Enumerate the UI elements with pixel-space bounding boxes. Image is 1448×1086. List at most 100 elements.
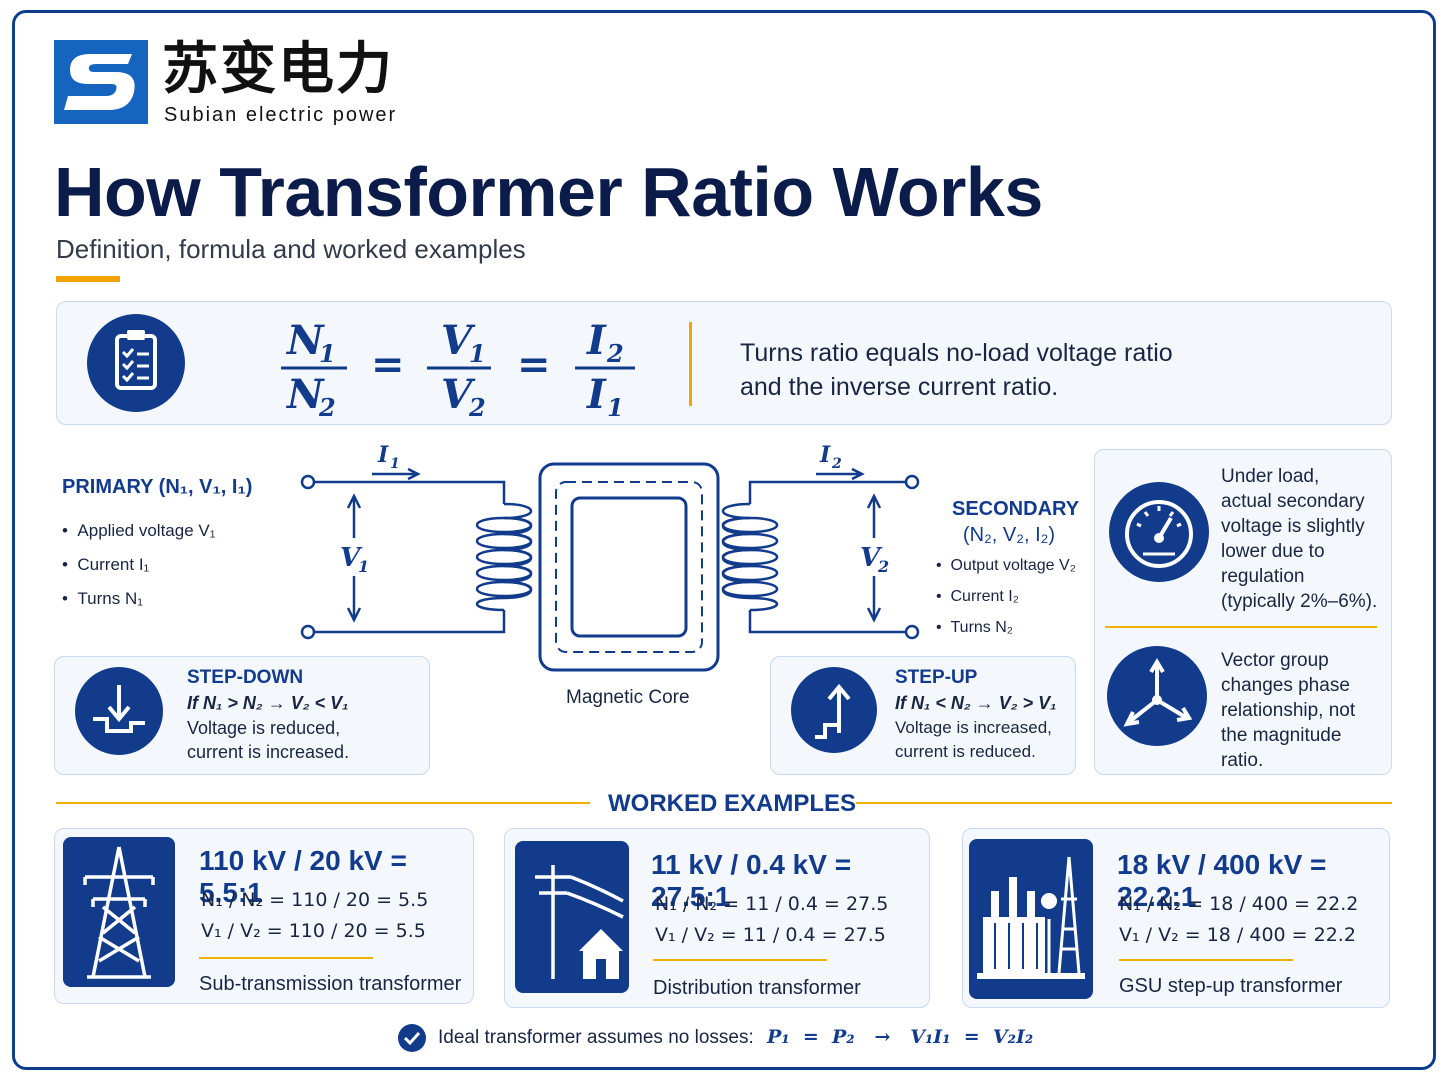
- svg-text:1: 1: [607, 393, 624, 420]
- step-up-card: STEP-UP If N₁ < N₂ → V₂ > V₁ Voltage is …: [770, 656, 1076, 775]
- list-item: • Turns N₁: [62, 589, 143, 608]
- step-up-line2: current is reduced.: [895, 742, 1036, 761]
- example-volts-line: V₁ / V₂ = 11 / 0.4 = 27.5: [655, 924, 886, 946]
- vector-note-line: relationship, not: [1221, 700, 1356, 721]
- formula-divider: [689, 322, 692, 406]
- example-volts-line: V₁ / V₂ = 110 / 20 = 5.5: [201, 920, 426, 942]
- substation-icon: [969, 839, 1093, 999]
- worked-examples-heading: WORKED EXAMPLES: [608, 790, 857, 817]
- check-circle-icon: [398, 1024, 426, 1052]
- vector-note-line: changes phase: [1221, 675, 1350, 696]
- svg-text:I: I: [819, 442, 831, 468]
- svg-text:2: 2: [606, 339, 624, 368]
- svg-text:V: V: [441, 317, 476, 364]
- step-up-condition: If N₁ < N₂ → V₂ > V₁: [895, 693, 1057, 713]
- regulation-note-line: (typically 2%–6%).: [1221, 591, 1378, 612]
- regulation-note-line: lower due to: [1221, 541, 1325, 562]
- gauge-meter-icon: [1109, 482, 1209, 582]
- regulation-note-line: Under load,: [1221, 466, 1320, 487]
- svg-text:V: V: [340, 543, 363, 573]
- list-item: • Turns N₂: [936, 619, 1014, 636]
- formula-description-line1: Turns ratio equals no-load voltage ratio: [740, 339, 1173, 367]
- svg-text:1: 1: [390, 456, 400, 472]
- example-volts-line: V₁ / V₂ = 18 / 400 = 22.2: [1119, 924, 1356, 946]
- regulation-note-line: regulation: [1221, 566, 1305, 587]
- step-down-condition: If N₁ > N₂ → V₂ < V₁: [187, 693, 349, 713]
- svg-text:1: 1: [319, 339, 336, 368]
- list-item: • Output voltage V₂: [936, 557, 1076, 574]
- notes-divider: [1105, 626, 1377, 628]
- example-separator: [653, 959, 827, 961]
- list-item: • Applied voltage V₁: [62, 521, 216, 540]
- example-title: 11 kV / 0.4 kV = 27.5:1: [651, 849, 852, 912]
- svg-text:2: 2: [877, 557, 889, 576]
- utility-pole-house-icon: [515, 841, 629, 993]
- worked-examples-rule-right: [856, 802, 1392, 804]
- example-title: 110 kV / 20 kV = 5.5:1: [199, 845, 407, 908]
- example-turns-line: N₁ / N₂ = 11 / 0.4 = 27.5: [655, 893, 889, 915]
- step-up-line1: Voltage is increased,: [895, 718, 1052, 737]
- list-item: • Current I₁: [62, 555, 150, 574]
- worked-examples-rule-left: [56, 802, 590, 804]
- vector-note-line: Vector group: [1221, 650, 1329, 671]
- svg-text:=: =: [517, 341, 551, 388]
- svg-text:1: 1: [358, 557, 369, 576]
- notes-card: Under load, actual secondary voltage is …: [1094, 449, 1392, 775]
- svg-text:2: 2: [831, 456, 842, 472]
- step-up-title: STEP-UP: [895, 667, 978, 688]
- brand-name-en: Subian electric power: [164, 104, 398, 126]
- page-subtitle: Definition, formula and worked examples: [56, 234, 526, 264]
- example-label: GSU step-up transformer: [1119, 975, 1343, 997]
- title-accent-bar: [56, 276, 120, 282]
- core-label: Magnetic Core: [566, 687, 690, 708]
- svg-text:2: 2: [318, 393, 336, 420]
- step-down-arrow-icon: [75, 667, 163, 755]
- example-card: 110 kV / 20 kV = 5.5:1 N₁ / N₂ = 110 / 2…: [54, 828, 474, 1004]
- secondary-list: • Output voltage V₂ • Current I₂ • Turns…: [936, 550, 1076, 643]
- step-up-arrow-icon: [791, 667, 877, 753]
- example-label: Sub-transmission transformer: [199, 973, 462, 995]
- svg-text:N: N: [285, 371, 325, 418]
- example-title: 18 kV / 400 kV = 22.2:1: [1117, 849, 1327, 912]
- svg-text:I: I: [586, 317, 607, 364]
- secondary-heading: SECONDARY: [952, 498, 1080, 520]
- brand-name-cn: 苏变电力: [162, 37, 394, 102]
- vector-note-line: the magnitude: [1221, 725, 1342, 746]
- svg-text:V: V: [860, 543, 883, 573]
- svg-text:2: 2: [468, 393, 486, 420]
- list-item: • Current I₂: [936, 588, 1019, 605]
- vector-phasor-icon: [1107, 646, 1207, 746]
- brand-logo-icon: [54, 40, 148, 124]
- primary-list: • Applied voltage V₁ • Current I₁ • Turn…: [62, 514, 215, 616]
- step-down-line1: Voltage is reduced,: [187, 718, 341, 738]
- example-separator: [1119, 959, 1293, 961]
- transmission-tower-icon: [63, 837, 175, 987]
- regulation-note-line: voltage is slightly: [1221, 516, 1365, 537]
- svg-text:=: =: [371, 341, 405, 388]
- svg-text:N: N: [285, 317, 325, 364]
- vector-note-line: ratio.: [1221, 750, 1264, 771]
- step-down-title: STEP-DOWN: [187, 667, 304, 688]
- example-card: 18 kV / 400 kV = 22.2:1 N₁ / N₂ = 18 / 4…: [962, 828, 1390, 1008]
- footer-equation: P₁ = P₂ → V₁I₁ = V₂I₂: [767, 1026, 1034, 1048]
- page-title: How Transformer Ratio Works: [54, 153, 1043, 231]
- example-label: Distribution transformer: [653, 977, 861, 999]
- regulation-note-line: actual secondary: [1221, 491, 1365, 512]
- formula-description-line2: and the inverse current ratio.: [740, 373, 1059, 401]
- example-card: 11 kV / 0.4 kV = 27.5:1 N₁ / N₂ = 11 / 0…: [504, 828, 930, 1008]
- example-turns-line: N₁ / N₂ = 18 / 400 = 22.2: [1119, 893, 1359, 915]
- primary-heading: PRIMARY (N₁, V₁, I₁): [62, 476, 253, 498]
- svg-text:I: I: [377, 442, 389, 468]
- example-turns-line: N₁ / N₂ = 110 / 20 = 5.5: [201, 889, 429, 911]
- footer-note: Ideal transformer assumes no losses:: [438, 1027, 754, 1048]
- svg-text:I: I: [586, 371, 607, 418]
- step-down-line2: current is increased.: [187, 742, 350, 762]
- step-down-card: STEP-DOWN If N₁ > N₂ → V₂ < V₁ Voltage i…: [54, 656, 430, 775]
- example-separator: [199, 957, 373, 959]
- svg-text:1: 1: [469, 339, 486, 368]
- clipboard-checklist-icon: [87, 314, 185, 412]
- svg-text:V: V: [441, 371, 476, 418]
